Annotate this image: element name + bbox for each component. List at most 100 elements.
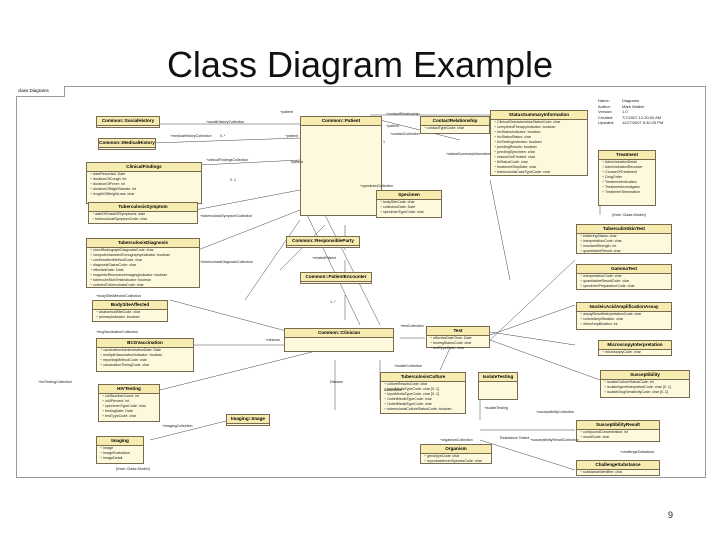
class-tb-diagnosis[interactable]: TuberculosisDiagnosis chestRadiographDia…: [86, 238, 200, 288]
attribute: hivStatusStatus: char: [491, 135, 587, 140]
class-imaging-package[interactable]: Imaging Image ImageEvaluation ImageDetai…: [96, 436, 144, 464]
class-imaging-image[interactable]: Imaging::Image: [226, 414, 270, 426]
class-responsible-party[interactable]: Common::ResponsibleParty: [286, 236, 360, 248]
attribute: primaryIndicator: boolean: [93, 315, 167, 320]
edge-label: Association: [384, 388, 403, 392]
attribute: AdministrationRecorder: [599, 165, 655, 170]
attribute: testingStatusCode: char: [427, 341, 489, 346]
attribute: cultureAmplification: char: [577, 317, 671, 322]
edge-label: +patient: [280, 110, 293, 114]
class-treatment[interactable]: Treatment AdministrationDetail Administr…: [598, 150, 656, 206]
class-contact-relationship[interactable]: ContactRelationship contactTypeCode: cha…: [420, 116, 490, 134]
attribute: TreatmentIndication: [599, 180, 655, 185]
class-name: Common::SocialHistory: [97, 117, 159, 126]
attribute: isolateAgentInterpretedCode: char [0..1]: [601, 385, 689, 390]
class-name: TuberculosisSymptom: [89, 203, 197, 212]
edge-label: +patient: [386, 124, 399, 128]
attribute: cd4Percent: int: [99, 399, 159, 404]
class-microscopy[interactable]: MicroscopyInterpretation microscopyCode:…: [598, 340, 672, 356]
class-tb-skin-test[interactable]: TuberculinSkinTest blisteringStatus: cha…: [576, 224, 672, 254]
property-key: Updated:: [598, 120, 615, 126]
edge-label: +contactRelationship: [386, 112, 420, 116]
edge-label: +isolateTesting: [484, 406, 508, 410]
attribute: ImageEvaluation: [97, 451, 143, 456]
class-name: Specimen: [377, 191, 441, 200]
class-name: Imaging::Image: [227, 415, 269, 424]
attribute: substanceIdentifier: char: [577, 470, 659, 475]
class-organism[interactable]: Organism genotypeCode: char mycobacteriu…: [420, 444, 492, 464]
edge-label: +clinicalFindingsCollection: [206, 158, 249, 162]
class-tb-symptom[interactable]: TuberculosisSymptom dateOfOnsetOfSymptom…: [88, 202, 198, 224]
attribute: assayResultInterpretationCode: char: [577, 312, 671, 317]
edge-label: +relatedPatient: [312, 256, 337, 260]
class-susceptibility-result[interactable]: SusceptibilityResult compoundConcentrati…: [576, 420, 660, 442]
class-name: Common::ResponsibleParty: [287, 237, 359, 246]
edge-label: +testCollection: [400, 324, 424, 328]
edge-label: +specimenCollection: [360, 184, 394, 188]
class-hiv-testing[interactable]: HIVTesting cd4NumberCount: int cd4Percen…: [98, 384, 160, 422]
attribute: effectiveDateTime: Date: [427, 336, 489, 341]
class-status-summary[interactable]: StatusSummaryInformation ClinicalCharact…: [490, 110, 588, 176]
attribute: ImageDetail: [97, 456, 143, 461]
attribute: completedTherapyIndicator: boolean: [491, 125, 587, 130]
attribute: treatmentStopDate: char: [491, 165, 587, 170]
class-clinical-findings[interactable]: ClinicalFindings dateRecorded: Date dura…: [86, 162, 202, 204]
class-body-site-affected[interactable]: BodySiteAffected anatomicalSiteCode: cha…: [92, 300, 168, 322]
attribute: effectiveDate: Date: [87, 268, 199, 273]
class-tb-culture[interactable]: TuberculosisCulture cultureResultsCode: …: [380, 372, 466, 414]
edge-label: +tuberculosisSymptomCollection: [200, 214, 253, 218]
property-row: Version:1.0: [598, 109, 696, 115]
class-isolate-testing[interactable]: IsolateTesting: [478, 372, 518, 400]
attribute: culturedTuberculosisCode: char: [87, 283, 199, 288]
edge-label: +bcgVaccinationCollection: [96, 330, 138, 334]
attribute: otherAmplification: int: [577, 322, 671, 327]
edge-label: +organismCollection: [440, 438, 473, 442]
attribute: tuberculinSkinTestIndicator: boolean: [87, 278, 199, 283]
attribute: cd4NumberCount: int: [99, 394, 159, 399]
class-test[interactable]: Test effectiveDateTime: Date testingStat…: [426, 326, 490, 350]
attribute: computerAssistedTomographyIndicator: boo…: [87, 253, 199, 258]
edge-label: +susceptibilityCollection: [536, 410, 575, 414]
class-name: MicroscopyInterpretation: [599, 341, 671, 350]
attribute: inputMediaTypeCode: char [0..1]: [381, 392, 465, 397]
class-bcg-vaccination[interactable]: BCGVaccination vaccinationAdministration…: [96, 338, 194, 372]
class-name: ContactRelationship: [421, 117, 489, 126]
class-patient[interactable]: Common::Patient: [300, 116, 382, 216]
class-name: Test: [427, 327, 489, 336]
property-key: Author:: [598, 103, 611, 109]
class-gamma-test[interactable]: GammaTest interpretationCode: char quant…: [576, 264, 672, 290]
attribute: pendingSpecimen: char: [491, 150, 587, 155]
class-name: Susceptibility: [601, 371, 689, 380]
class-medical-history[interactable]: Common::MedicalHistory: [98, 138, 156, 150]
edge-label: +medicalHistoryCollection: [170, 134, 212, 138]
attribute: compoundConcentration: int: [577, 430, 659, 435]
attribute: quantitativeResultCode: char: [577, 279, 671, 284]
attribute: diagnosisStatusCode: char: [87, 263, 199, 268]
attribute: ClinicalCharacteristicsStatusCode: char: [491, 120, 587, 125]
attribute: Image: [97, 446, 143, 451]
class-nucleic-assay[interactable]: NucleicAcidAmplificationAssay assayResul…: [576, 302, 672, 330]
class-challenge-substance[interactable]: ChallengeSubstance substanceIdentifier: …: [576, 460, 660, 476]
class-social-history[interactable]: Common::SocialHistory: [96, 116, 160, 128]
attribute: OutletMediaTypeCode: char: [381, 397, 465, 402]
class-clinician[interactable]: Common::Clinician: [284, 328, 394, 352]
edge-label: +statusSummaryInformation: [446, 152, 492, 156]
attribute: CourseOfTreatment: [599, 170, 655, 175]
edge-label: +isolateCollection: [394, 364, 423, 368]
class-name: SusceptibilityResult: [577, 421, 659, 430]
class-susceptibility[interactable]: Susceptibility isolateCultureStatusCode:…: [600, 370, 690, 398]
class-specimen[interactable]: Specimen bodySiteCode: char collectionDa…: [376, 190, 442, 218]
property-row: Author:Mark Walker: [598, 104, 696, 110]
class-name: TuberculosisDiagnosis: [87, 239, 199, 248]
class-patient-encounter[interactable]: Common::PatientEncounter: [300, 272, 372, 284]
attribute: interpretationCode: char: [577, 274, 671, 279]
edge-label: 1: [383, 140, 385, 144]
edge-label: +bodySiteAffectedCollection: [96, 294, 141, 298]
edge-label: +patient: [290, 160, 303, 164]
attribute: specimenPreparationCode: char: [577, 284, 671, 289]
property-key: Version:: [598, 109, 613, 115]
edge-label: 1..*: [330, 300, 336, 304]
slide-title: Class Diagram Example: [166, 44, 554, 85]
attribute: microscopyCode: char: [599, 350, 671, 355]
class-name: StatusSummaryInformation: [491, 111, 587, 120]
